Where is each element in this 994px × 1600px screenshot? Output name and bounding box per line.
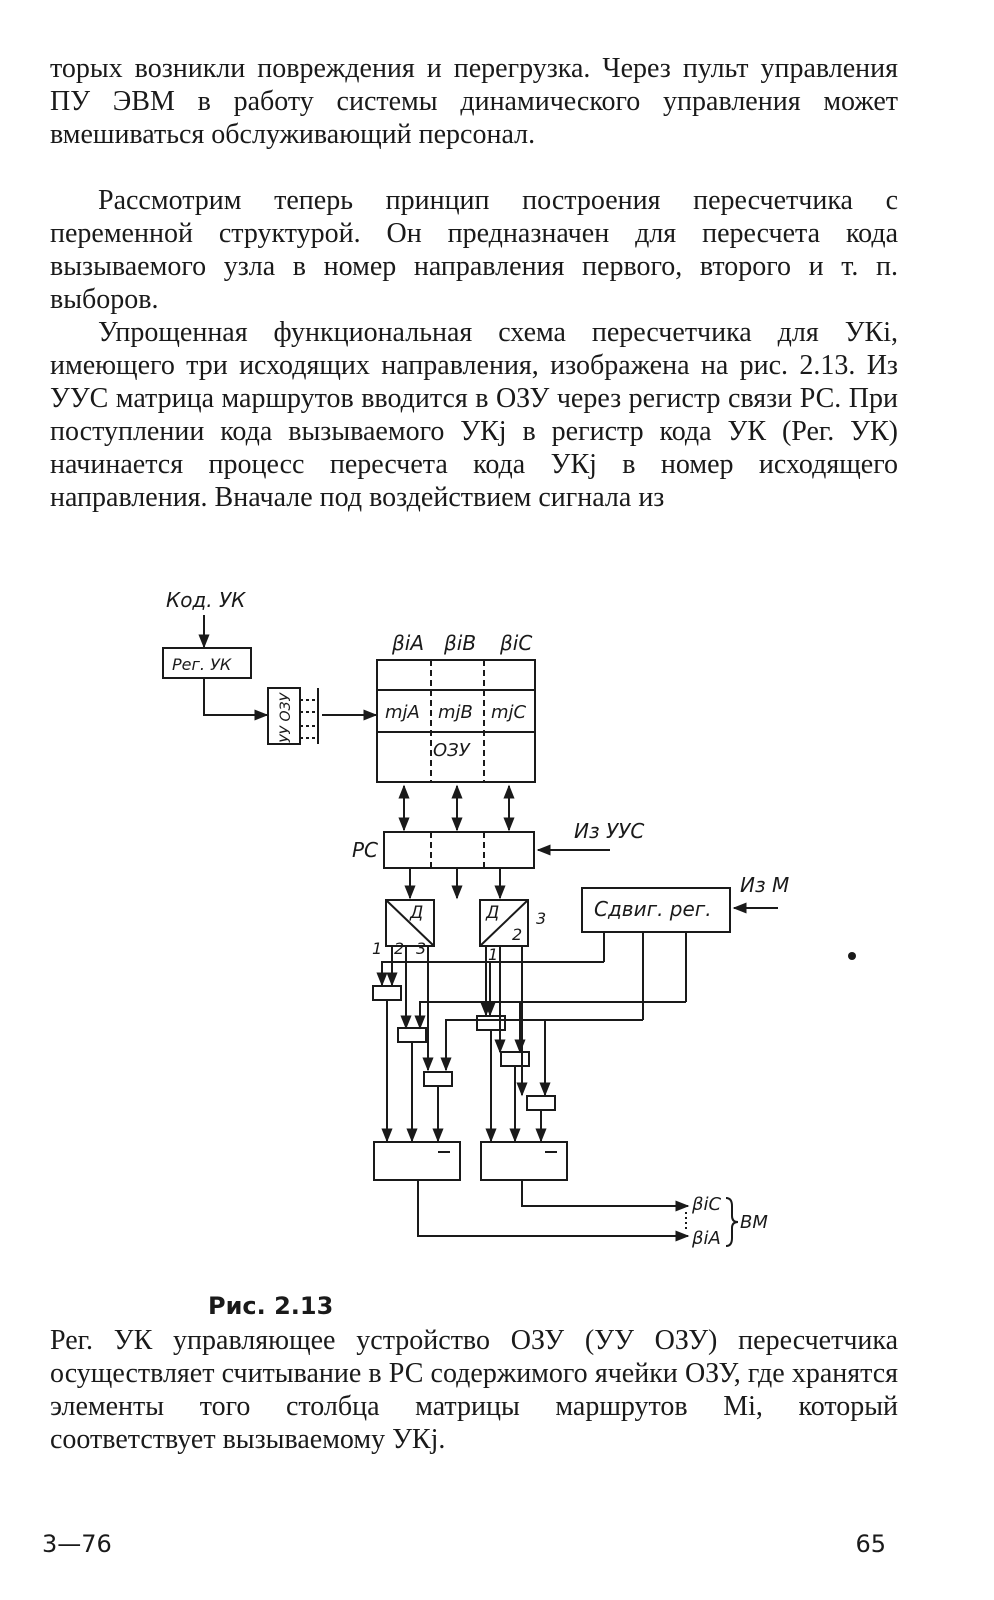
label-beta-ic: βiC [499,631,532,655]
figure-2-13: Код. УК Рег. УК УУ ОЗУ βiA βiB βiC mjA m… [162,588,856,1249]
output-box-left [373,1141,461,1181]
label-decoder-right: Д [485,903,499,923]
label-out-3-right: 3 [536,909,546,928]
label-out-2-right: 2 [512,925,522,944]
and-gate-1 [372,985,402,1001]
stray-dot [848,952,856,960]
uu-ozu-box [267,687,301,745]
label-m-ja: mjA [385,702,420,723]
label-beta-ib: βiB [443,631,476,655]
output-box-right [480,1141,568,1181]
label-output-ia: βiA [691,1228,721,1249]
label-iz-m: Из М [740,873,789,897]
figure-caption: Рис. 2.13 [208,1292,334,1320]
label-uu-ozu: УУ ОЗУ [278,691,294,743]
decoder-left [385,899,435,947]
paragraph-4: Рег. УК управляющее устройство ОЗУ (УУ О… [50,1325,898,1455]
vm-brace [725,1197,739,1247]
label-kod-uk: Код. УК [166,588,246,612]
label-sdvig-reg: Сдвиг. рег. [594,897,712,921]
label-out-1-right: 1 [488,945,498,964]
label-out-2-left: 2 [394,939,404,958]
label-ozu: ОЗУ [433,740,471,761]
label-pc: РС [352,838,378,862]
label-iz-uus: Из УУС [574,819,644,843]
decoder-right [479,899,529,947]
label-beta-ia: βiA [391,631,424,655]
label-m-jb: mjB [438,702,473,723]
paragraph-2: Рассмотрим теперь принцип построения пер… [50,185,898,315]
reg-uk-box [162,647,252,679]
ozu-matrix [376,659,536,783]
label-vm: ВМ [740,1212,768,1233]
output-line-ic [521,1180,690,1212]
page-number: 65 [855,1530,886,1558]
label-out-1-left: 1 [372,939,382,958]
label-m-jc: mjC [491,702,527,723]
reg-uk-to-uu-line [203,678,269,721]
output-line-ia [417,1180,690,1242]
and-gate-2 [397,1027,427,1043]
label-out-3-left: 3 [416,939,426,958]
and-gate-6 [526,1095,556,1111]
and-gate-5 [500,1051,530,1067]
paragraph-3: Упрощенная функциональная схема пересчет… [50,317,898,513]
label-reg-uk: Рег. УК [172,655,232,674]
and-gate-3 [423,1071,453,1087]
footer-signature: 3—76 [42,1530,112,1558]
pc-register [383,831,535,869]
shift-register [581,887,731,933]
label-decoder-left: Д [409,903,423,923]
label-output-ic: βiC [691,1194,721,1215]
paragraph-1: торых возникли повреждения и перегрузка.… [50,53,898,150]
